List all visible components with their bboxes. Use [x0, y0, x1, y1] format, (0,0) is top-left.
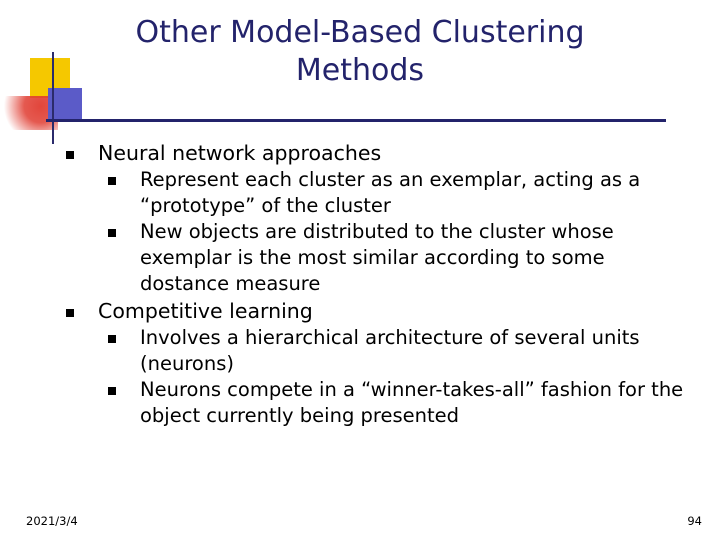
list-item: Competitive learning Involves a hierarch…	[56, 298, 696, 429]
list-item: Neurons compete in a “winner-takes-all” …	[98, 377, 696, 429]
list-item: New objects are distributed to the clust…	[98, 219, 696, 297]
bullet-text: Involves a hierarchical architecture of …	[140, 326, 640, 375]
title-divider	[46, 119, 666, 122]
bullet-marker-icon	[66, 309, 74, 317]
blue-square-icon	[48, 88, 82, 122]
bullet-list-level1: Neural network approaches Represent each…	[56, 140, 696, 429]
bullet-list-level2: Represent each cluster as an exemplar, a…	[98, 167, 696, 297]
list-item: Involves a hierarchical architecture of …	[98, 325, 696, 377]
bullet-marker-icon	[108, 229, 116, 237]
footer-page-number: 94	[687, 514, 702, 528]
bullet-list-level2: Involves a hierarchical architecture of …	[98, 325, 696, 429]
bullet-marker-icon	[108, 387, 116, 395]
bullet-marker-icon	[108, 177, 116, 185]
vertical-rule	[52, 52, 54, 144]
red-blur-icon	[0, 96, 58, 130]
slide-body: Neural network approaches Represent each…	[56, 140, 696, 430]
slide-title: Other Model-Based Clustering Methods	[135, 15, 585, 88]
bullet-text: Neurons compete in a “winner-takes-all” …	[140, 378, 684, 427]
bullet-text: Competitive learning	[98, 299, 313, 323]
bullet-text: Neural network approaches	[98, 141, 382, 165]
yellow-square-icon	[30, 58, 70, 98]
list-item: Represent each cluster as an exemplar, a…	[98, 167, 696, 219]
bullet-marker-icon	[108, 335, 116, 343]
bullet-marker-icon	[66, 151, 74, 159]
footer-date: 2021/3/4	[26, 514, 78, 528]
bullet-text: Represent each cluster as an exemplar, a…	[140, 168, 641, 217]
bullet-text: New objects are distributed to the clust…	[140, 220, 614, 295]
list-item: Neural network approaches Represent each…	[56, 140, 696, 297]
